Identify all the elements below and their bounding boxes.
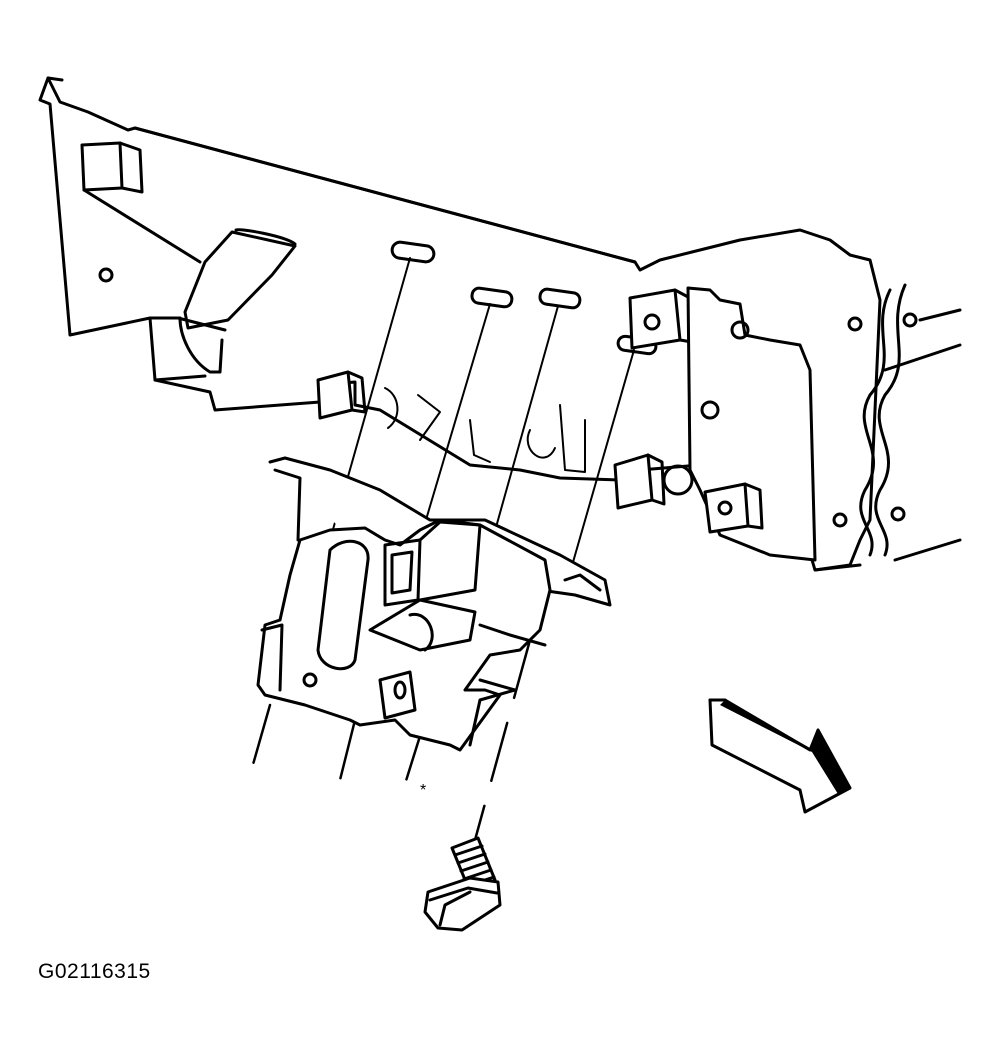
figure-reference-code: G02116315 [38, 960, 151, 983]
flange-bolt [423, 836, 502, 932]
engine-side-surface [38, 76, 962, 572]
direction-arrow [708, 698, 852, 814]
marker-star: * [420, 782, 427, 799]
mount-bracket [256, 456, 612, 752]
